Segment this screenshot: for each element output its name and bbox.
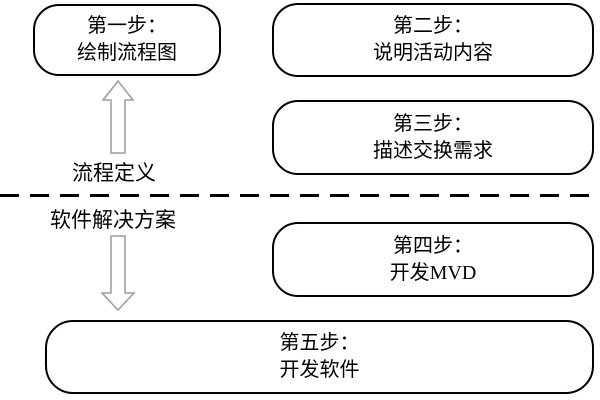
up-arrow-icon	[101, 79, 135, 154]
region-divider-dashed-line	[0, 194, 600, 197]
step5-title: 第五步：	[279, 332, 360, 354]
step3-box: 第三步： 描述交换需求	[272, 100, 594, 175]
step4-title: 第四步：	[393, 234, 473, 257]
step1-title: 第一步：	[87, 15, 167, 37]
step3-title: 第三步：	[393, 112, 473, 135]
step2-box: 第二步： 说明活动内容	[272, 3, 594, 77]
step2-desc: 说明活动内容	[373, 42, 493, 64]
step1-box: 第一步： 绘制流程图	[33, 4, 221, 76]
step5-desc: 开发软件	[279, 359, 360, 381]
step4-box: 第四步： 开发MVD	[272, 222, 594, 297]
step3-desc: 描述交换需求	[373, 139, 493, 162]
step5-box: 第五步： 开发软件	[45, 320, 594, 394]
step4-desc: 开发MVD	[389, 261, 477, 284]
process-definition-label: 流程定义	[72, 161, 156, 185]
software-solution-label: 软件解决方案	[50, 208, 176, 232]
down-arrow-icon	[100, 235, 136, 312]
step1-desc: 绘制流程图	[77, 42, 177, 64]
step2-title: 第二步：	[393, 15, 473, 37]
